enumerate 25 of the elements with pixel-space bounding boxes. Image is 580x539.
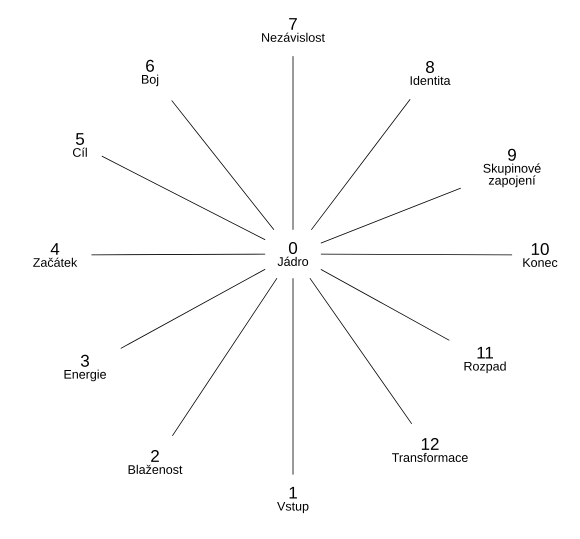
spoke-line [292,278,294,476]
spoke-line [172,278,278,436]
spoke-line [309,278,412,424]
label-text: 0 Jádro [278,242,308,266]
label-text: 9 Skupinové zapojení [483,148,541,188]
spoke-line [310,98,411,230]
spoke-line [101,156,266,240]
spoke-line [292,56,294,230]
label-text: 6 Boj [142,60,158,86]
spoke-line [320,254,512,256]
label-text: 12 Transformace [392,438,468,462]
label-text: 5 Cíl [73,133,87,157]
spoke-line [320,268,450,341]
label-text: 4 Začátek [33,243,78,267]
spoke-line [120,268,266,349]
spoke-line [171,100,274,230]
label-text: 2 Blaženost [128,450,182,474]
label-text: 3 Energie [64,354,106,382]
label-text: 7 Nezávislost [262,18,325,42]
spoke-line [91,254,266,256]
label-text: 10 Konec [523,243,558,267]
label-text: 1 Vstup [277,486,308,514]
spoke-line [320,188,462,244]
label-text: 11 Rozpad [464,346,506,374]
label-text: 8 Identita [410,61,450,85]
